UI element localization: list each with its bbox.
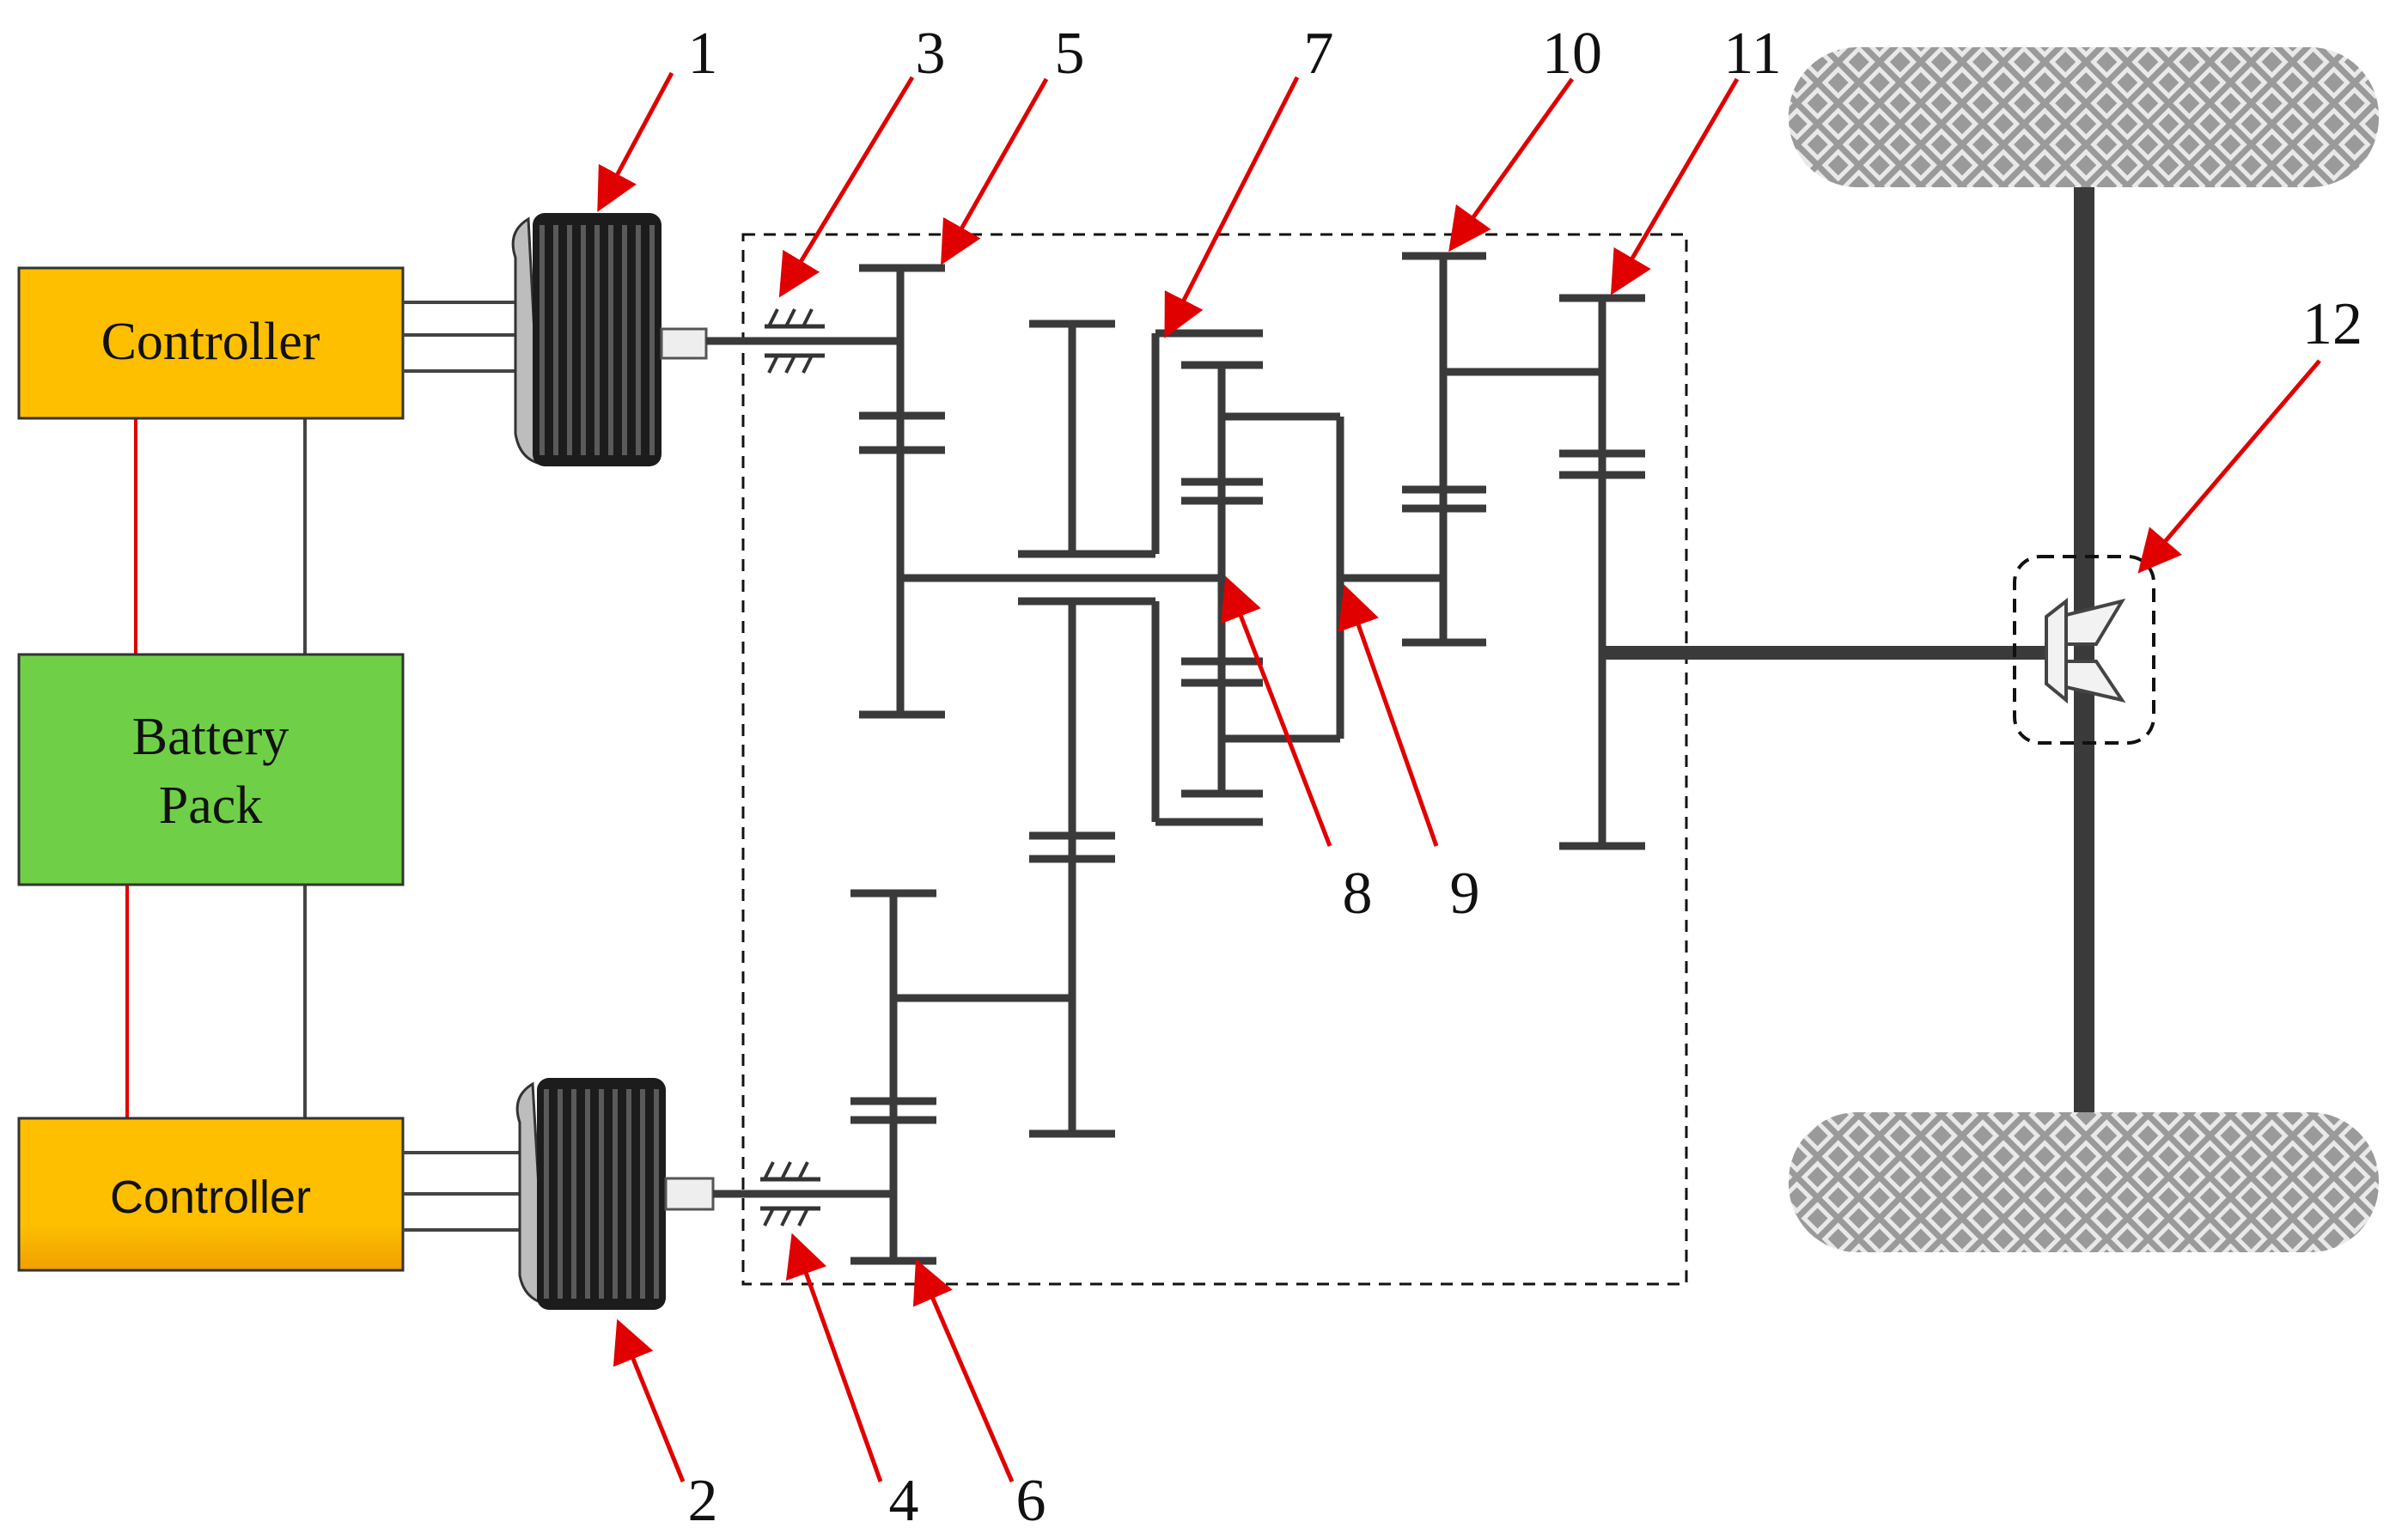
callout-3: 3 <box>916 21 946 87</box>
callout-9: 9 <box>1450 861 1480 927</box>
callout-1: 1 <box>688 21 718 87</box>
planetary-gear-set <box>1181 361 1443 798</box>
gear-10 <box>1402 252 1602 647</box>
transmission-housing <box>741 233 1688 1286</box>
controller-bottom-label: Controller <box>110 1172 311 1223</box>
gear-6 <box>850 889 1072 1265</box>
callout-arrows <box>597 71 2321 1482</box>
gear-5 <box>859 264 1224 719</box>
callout-11: 11 <box>1723 21 1781 87</box>
gear-11 <box>1559 294 2045 850</box>
callout-labels: 1 2 3 4 5 6 7 8 9 10 11 12 <box>688 21 2363 1534</box>
callout-12: 12 <box>2302 291 2362 357</box>
bearing-symbol-3 <box>706 308 898 374</box>
callout-5: 5 <box>1055 21 1085 87</box>
battery-label-line1: Battery <box>132 708 290 766</box>
controller-bottom-block: Controller <box>17 1117 405 1272</box>
callout-7: 7 <box>1304 21 1334 87</box>
motor-2 <box>515 1078 715 1310</box>
motor-cables-top <box>403 301 520 373</box>
motor-1 <box>511 213 708 466</box>
callout-6: 6 <box>1016 1468 1046 1534</box>
controller-top-label: Controller <box>101 313 320 371</box>
controller-top-block: Controller <box>17 266 405 420</box>
battery-label-line2: Pack <box>159 776 263 835</box>
intermediate-gear <box>1018 320 1263 1138</box>
battery-pack-block: Battery Pack <box>17 653 405 886</box>
callout-10: 10 <box>1542 21 1602 87</box>
callout-2: 2 <box>688 1468 718 1534</box>
wheel-top <box>1789 47 2379 187</box>
motor-cables-bottom <box>403 1151 524 1232</box>
callout-4: 4 <box>889 1468 919 1534</box>
bearing-symbol-4 <box>713 1161 893 1227</box>
wheel-bottom <box>1789 1112 2379 1252</box>
callout-8: 8 <box>1343 861 1373 927</box>
differential-12 <box>2013 555 2155 745</box>
